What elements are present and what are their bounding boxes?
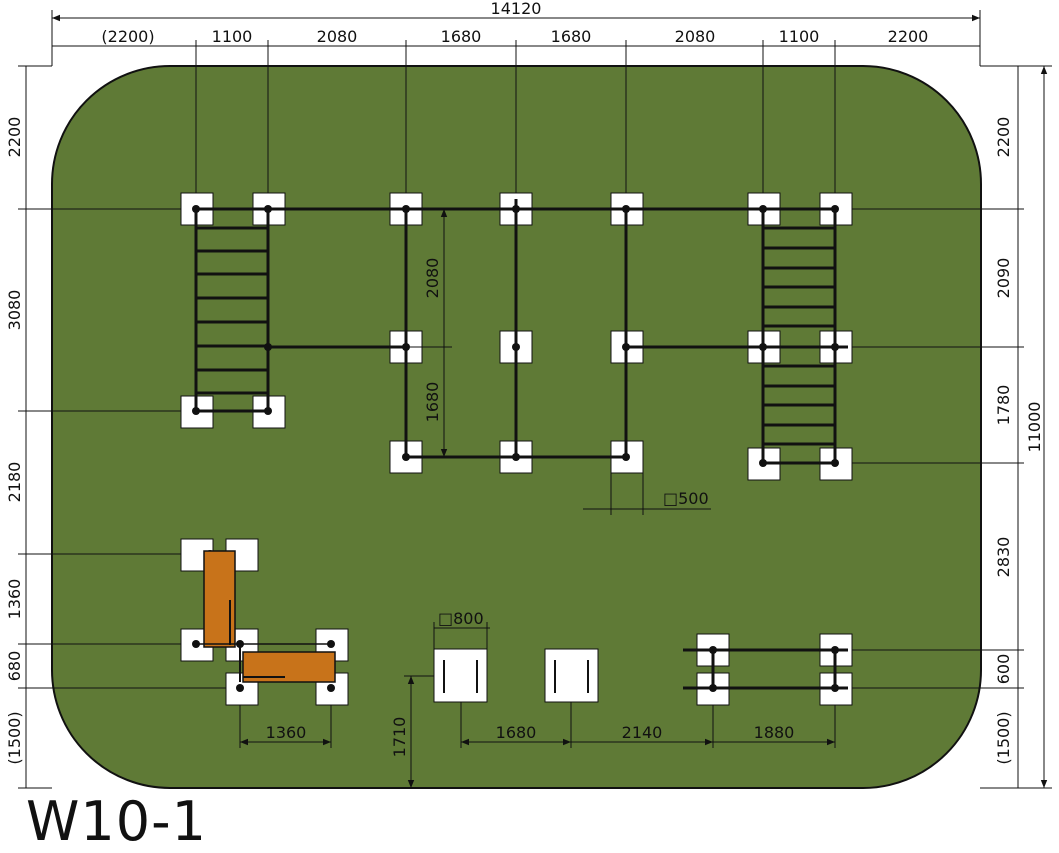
dim-right-6: (1500) — [994, 711, 1013, 764]
dim-top-1: (2200) — [101, 27, 154, 46]
dim-left-5: 680 — [5, 651, 24, 682]
dim-top-3: 2080 — [317, 27, 358, 46]
dim-inner-1680: 1680 — [423, 382, 442, 423]
dim-bottom-1: 1360 — [266, 723, 307, 742]
dim-top-8: 2200 — [888, 27, 929, 46]
dim-left-1: 2200 — [5, 117, 24, 158]
dim-left-3: 2180 — [5, 462, 24, 503]
dim-bottom-2: 1680 — [496, 723, 537, 742]
dim-vertical-1710: 1710 — [390, 717, 409, 758]
dim-right-2: 2090 — [994, 258, 1013, 299]
dim-top-6: 2080 — [675, 27, 716, 46]
dim-pad-800: □800 — [438, 609, 484, 628]
dim-right-5: 600 — [994, 654, 1013, 685]
right-dimensions — [835, 65, 1052, 789]
dim-inner-2080: 2080 — [423, 258, 442, 299]
equipment-frames — [194, 199, 848, 693]
dim-top-5: 1680 — [551, 27, 592, 46]
dim-left-2: 3080 — [5, 290, 24, 331]
dim-top-7: 1100 — [779, 27, 820, 46]
dim-right-3: 1780 — [994, 385, 1013, 426]
dim-right-4: 2830 — [994, 537, 1013, 578]
inner-dimensions — [239, 209, 836, 788]
drawing-title: W10-1 — [26, 790, 207, 853]
dim-top-total: 14120 — [491, 0, 542, 18]
dim-bottom-4: 1880 — [754, 723, 795, 742]
left-dimensions — [18, 65, 240, 789]
top-dimensions — [51, 10, 981, 210]
dim-left-6: (1500) — [5, 711, 24, 764]
dim-right-total: 11000 — [1025, 402, 1044, 453]
dim-pad-500: □500 — [663, 489, 709, 508]
dim-top-4: 1680 — [441, 27, 482, 46]
dim-right-1: 2200 — [994, 117, 1013, 158]
dim-bottom-3: 2140 — [622, 723, 663, 742]
dim-left-4: 1360 — [5, 579, 24, 620]
dim-top-2: 1100 — [212, 27, 253, 46]
benches — [196, 550, 336, 683]
